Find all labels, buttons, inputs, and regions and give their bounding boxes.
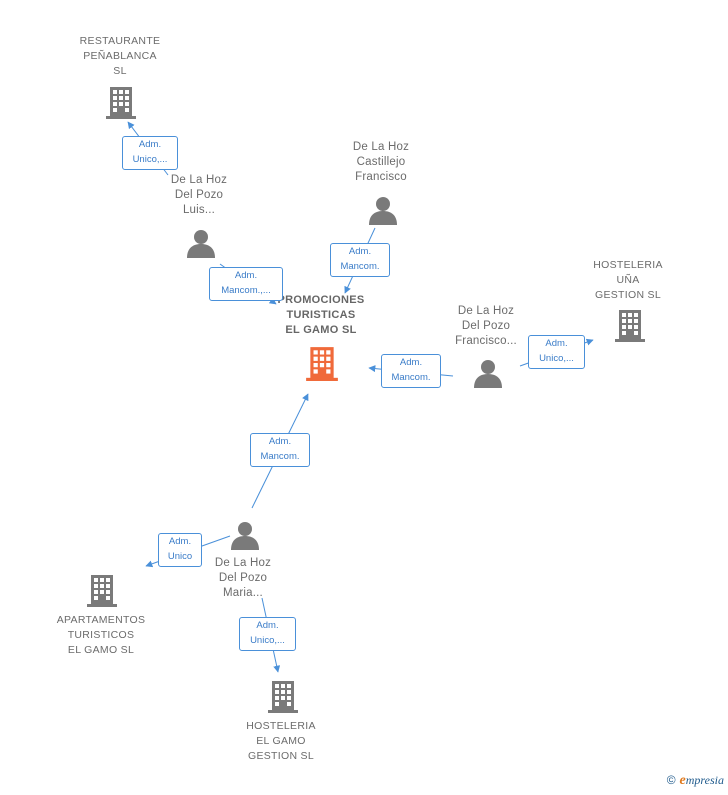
edge-label-box[interactable]: Adm. Mancom. (330, 243, 390, 277)
node-label-apartamentos[interactable]: APARTAMENTOS TURISTICOS EL GAMO SL (56, 614, 146, 656)
building-icon (615, 310, 645, 342)
copyright-icon: © (666, 773, 676, 787)
edge-label-box[interactable]: Adm. Mancom. (250, 433, 310, 467)
brand-logo-e: e (679, 773, 686, 788)
edge-label-box[interactable]: Adm. Unico,... (528, 335, 585, 369)
edge-label-box[interactable]: Adm. Unico,... (239, 617, 296, 651)
node-label-person-francisco[interactable]: De La Hoz Del Pozo Francisco... (455, 305, 517, 347)
building-icon (87, 575, 117, 607)
node-label-person-castillejo[interactable]: De La Hoz Castillejo Francisco (352, 141, 410, 183)
building-icon (306, 347, 338, 381)
person-icon (187, 230, 215, 258)
edge-label-box[interactable]: Adm. Unico (158, 533, 202, 567)
edge-label-box[interactable]: Adm. Mancom.,... (209, 267, 283, 301)
brand-footer: ©empresia (667, 773, 724, 789)
edge-label-box[interactable]: Adm. Mancom. (381, 354, 441, 388)
node-label-hosteleria-una[interactable]: HOSTELERIA UÑA GESTION SL (593, 259, 663, 301)
node-label-person-maria[interactable]: De La Hoz Del Pozo Maria... (214, 557, 272, 599)
brand-name: mpresia (685, 773, 724, 787)
node-label-main[interactable]: PROMOCIONES TURISTICAS EL GAMO SL (277, 294, 365, 336)
person-icon (474, 360, 502, 388)
node-label-restaurante[interactable]: RESTAURANTE PEÑABLANCA SL (79, 35, 161, 77)
person-icon (369, 197, 397, 225)
building-icon (268, 681, 298, 713)
person-icon (231, 522, 259, 550)
node-label-person-luis[interactable]: De La Hoz Del Pozo Luis... (170, 174, 228, 216)
edge-label-box[interactable]: Adm. Unico,... (122, 136, 178, 170)
node-label-hosteleria-gamo[interactable]: HOSTELERIA EL GAMO GESTION SL (246, 720, 316, 762)
building-icon (106, 87, 136, 119)
